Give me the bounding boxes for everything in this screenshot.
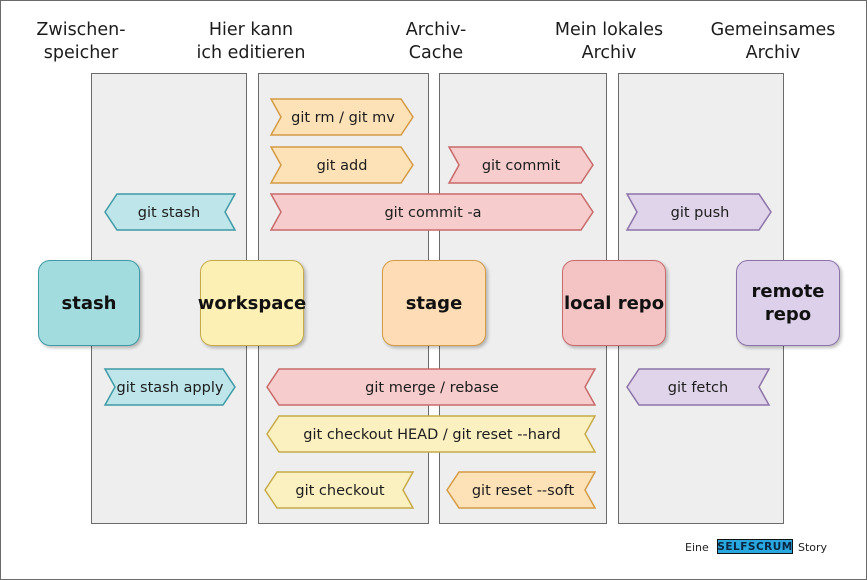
cmd-git-push: git push [625,193,772,231]
cmd-git-commit-a: git commit -a [269,193,594,231]
cmd-git-fetch: git fetch [626,368,771,406]
cmd-git-rm-mv-shape [269,98,414,136]
cmd-git-reset-soft-label: git reset --soft [472,483,575,499]
cmd-git-merge-rebase-label: git merge / rebase [365,380,499,396]
cmd-git-checkout-head-reset-hard: git checkout HEAD / git reset --hard [266,415,597,453]
stash-node: stash [38,260,140,346]
cmd-git-fetch-shape [626,368,771,406]
cmd-git-add-label: git add [317,158,368,174]
selfscrum-logo: SELFSCRUM [717,539,793,554]
column-heading-zwischenspeicher: Zwischen- speicher [36,20,126,63]
local-repo-node: local repo [562,260,666,346]
cmd-git-merge-rebase-shape [266,368,597,406]
cmd-git-push-label: git push [671,205,730,221]
footer-suffix: Story [798,541,828,554]
stage-node: stage [382,260,486,346]
cmd-git-stash-label: git stash [138,205,200,221]
cmd-git-rm-mv-label: git rm / git mv [291,110,395,126]
cmd-git-checkout-head-reset-hard-label: git checkout HEAD / git reset --hard [303,427,560,443]
cmd-git-stash-shape [104,193,237,231]
cmd-git-push-shape [625,193,772,231]
column-heading-lokales-archiv: Mein lokales Archiv [554,20,664,63]
cmd-git-checkout-label: git checkout [295,483,385,499]
cmd-git-checkout: git checkout [264,471,415,509]
cmd-git-commit-shape [447,146,594,184]
footer-prefix: Eine [685,541,709,554]
cmd-git-checkout-shape [264,471,415,509]
cmd-git-commit-a-label: git commit -a [384,205,481,221]
cmd-git-stash-apply-shape [103,368,236,406]
cmd-git-merge-rebase: git merge / rebase [266,368,597,406]
cmd-git-reset-soft: git reset --soft [446,471,597,509]
cmd-git-stash: git stash [104,193,237,231]
cmd-git-add: git add [269,146,414,184]
remote-repo-node: remote repo [736,260,840,346]
cmd-git-reset-soft-shape [446,471,597,509]
cmd-git-fetch-label: git fetch [668,380,728,396]
cmd-git-rm-mv: git rm / git mv [269,98,414,136]
workspace-node: workspace [198,260,306,346]
column-heading-gemeinsames-archiv: Gemeinsames Archiv [710,20,836,63]
column-heading-editieren: Hier kann ich editieren [196,20,306,63]
column-heading-archiv-cache: Archiv- Cache [405,20,467,63]
cmd-git-checkout-head-reset-hard-shape [266,415,597,453]
cmd-git-commit-a-shape [269,193,594,231]
cmd-git-commit-label: git commit [482,158,561,174]
cmd-git-stash-apply-label: git stash apply [117,380,224,396]
cmd-git-add-shape [269,146,414,184]
cmd-git-stash-apply: git stash apply [103,368,236,406]
cmd-git-commit: git commit [447,146,594,184]
